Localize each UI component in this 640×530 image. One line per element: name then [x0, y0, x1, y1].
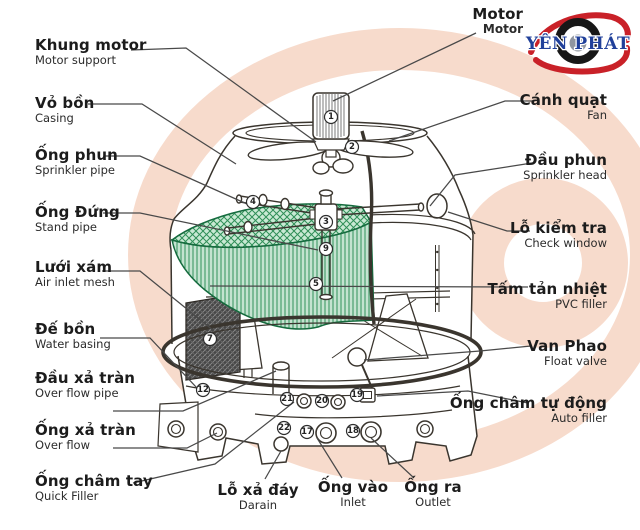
svg-text:21: 21: [281, 394, 293, 404]
logo-wordmark: YÊN PHÁT: [525, 33, 630, 54]
svg-text:17: 17: [301, 427, 313, 437]
svg-text:5: 5: [313, 279, 319, 289]
svg-text:2: 2: [349, 142, 355, 152]
motor: [312, 92, 350, 158]
marker-3: 3: [318, 214, 334, 230]
svg-text:3: 3: [323, 217, 329, 227]
marker-7: 7: [202, 331, 218, 347]
marker-22: 22: [276, 420, 292, 436]
svg-text:19: 19: [351, 390, 363, 400]
marker-4: 4: [245, 194, 261, 210]
leader-lines: [88, 32, 533, 484]
svg-text:9: 9: [323, 244, 329, 254]
marker-9: 9: [318, 241, 334, 257]
svg-text:4: 4: [250, 197, 256, 207]
logo-eye-icon: [528, 12, 631, 75]
marker-21: 21: [279, 391, 295, 407]
part-markers: 1 2 3 4 5 7 9 12 17 18 19 20 21 22: [195, 109, 365, 440]
marker-2: 2: [344, 139, 360, 155]
svg-text:18: 18: [347, 426, 359, 436]
svg-text:1: 1: [328, 112, 334, 122]
marker-18: 18: [345, 423, 361, 439]
marker-19: 19: [349, 387, 365, 403]
svg-text:7: 7: [207, 334, 213, 344]
svg-text:22: 22: [278, 423, 290, 433]
yen-phat-logo: YÊN PHÁT: [524, 12, 631, 75]
overflow-pipe: [272, 361, 290, 394]
marker-20: 20: [314, 393, 330, 409]
marker-12: 12: [195, 382, 211, 398]
svg-text:12: 12: [197, 385, 209, 395]
float-valve: [347, 347, 373, 389]
logo-pupil-icon: [569, 34, 587, 52]
svg-text:20: 20: [316, 396, 328, 406]
marker-1: 1: [323, 109, 339, 125]
basin-ports: [167, 387, 434, 452]
marker-5: 5: [308, 276, 324, 292]
marker-17: 17: [299, 424, 315, 440]
